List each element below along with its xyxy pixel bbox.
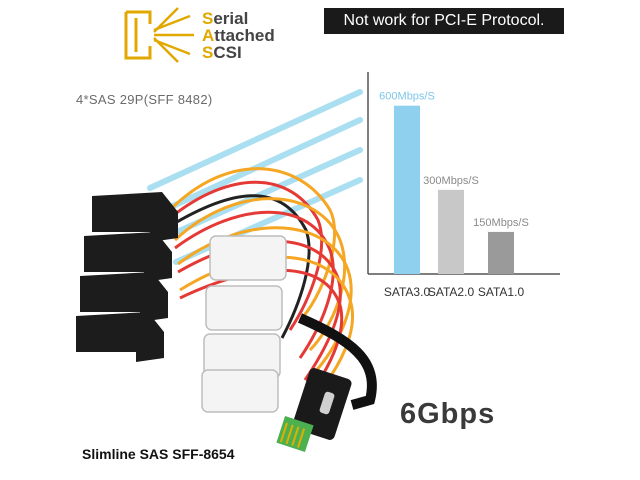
sas-logo: Serial Attached SCSI — [120, 6, 290, 68]
logo-word-2: ttached — [214, 26, 275, 45]
connector-label: 4*SAS 29P(SFF 8482) — [76, 92, 213, 107]
bar-sata3-0 — [394, 105, 420, 274]
bar-value-label: 300Mbps/S — [423, 175, 479, 187]
speed-label: 6Gbps — [400, 398, 496, 430]
category-label: SATA2.0 — [428, 285, 475, 299]
bar-value-label: 600Mbps/S — [379, 91, 435, 103]
logo-cap-2: A — [202, 26, 215, 45]
category-label: SATA1.0 — [478, 285, 525, 299]
bar-sata1-0 — [488, 231, 514, 274]
sff-8482-connectors — [76, 192, 178, 362]
sata-speed-chart: 600Mbps/S SATA3.0 300Mbps/S SATA2.0 150Mbps/… — [367, 72, 560, 299]
logo-word-3: CSI — [213, 43, 242, 62]
cable-type-label: Slimline SAS SFF-8654 — [82, 446, 235, 462]
braided-cable — [297, 313, 377, 410]
sff-8654-plug — [276, 368, 352, 452]
sas-logo-text: Serial Attached SCSI — [202, 10, 275, 61]
molex-power-connectors — [201, 235, 287, 413]
logo-cap-1: S — [202, 9, 214, 28]
category-label: SATA3.0 — [384, 285, 431, 299]
bar-sata2-0 — [438, 189, 464, 274]
sas-logo-icon — [124, 7, 194, 63]
warning-banner: Not work for PCI-E Protocol. — [324, 8, 564, 34]
logo-cap-3: S — [202, 43, 214, 62]
logo-word-1: erial — [213, 9, 249, 28]
bar-value-label: 150Mbps/S — [473, 217, 529, 229]
